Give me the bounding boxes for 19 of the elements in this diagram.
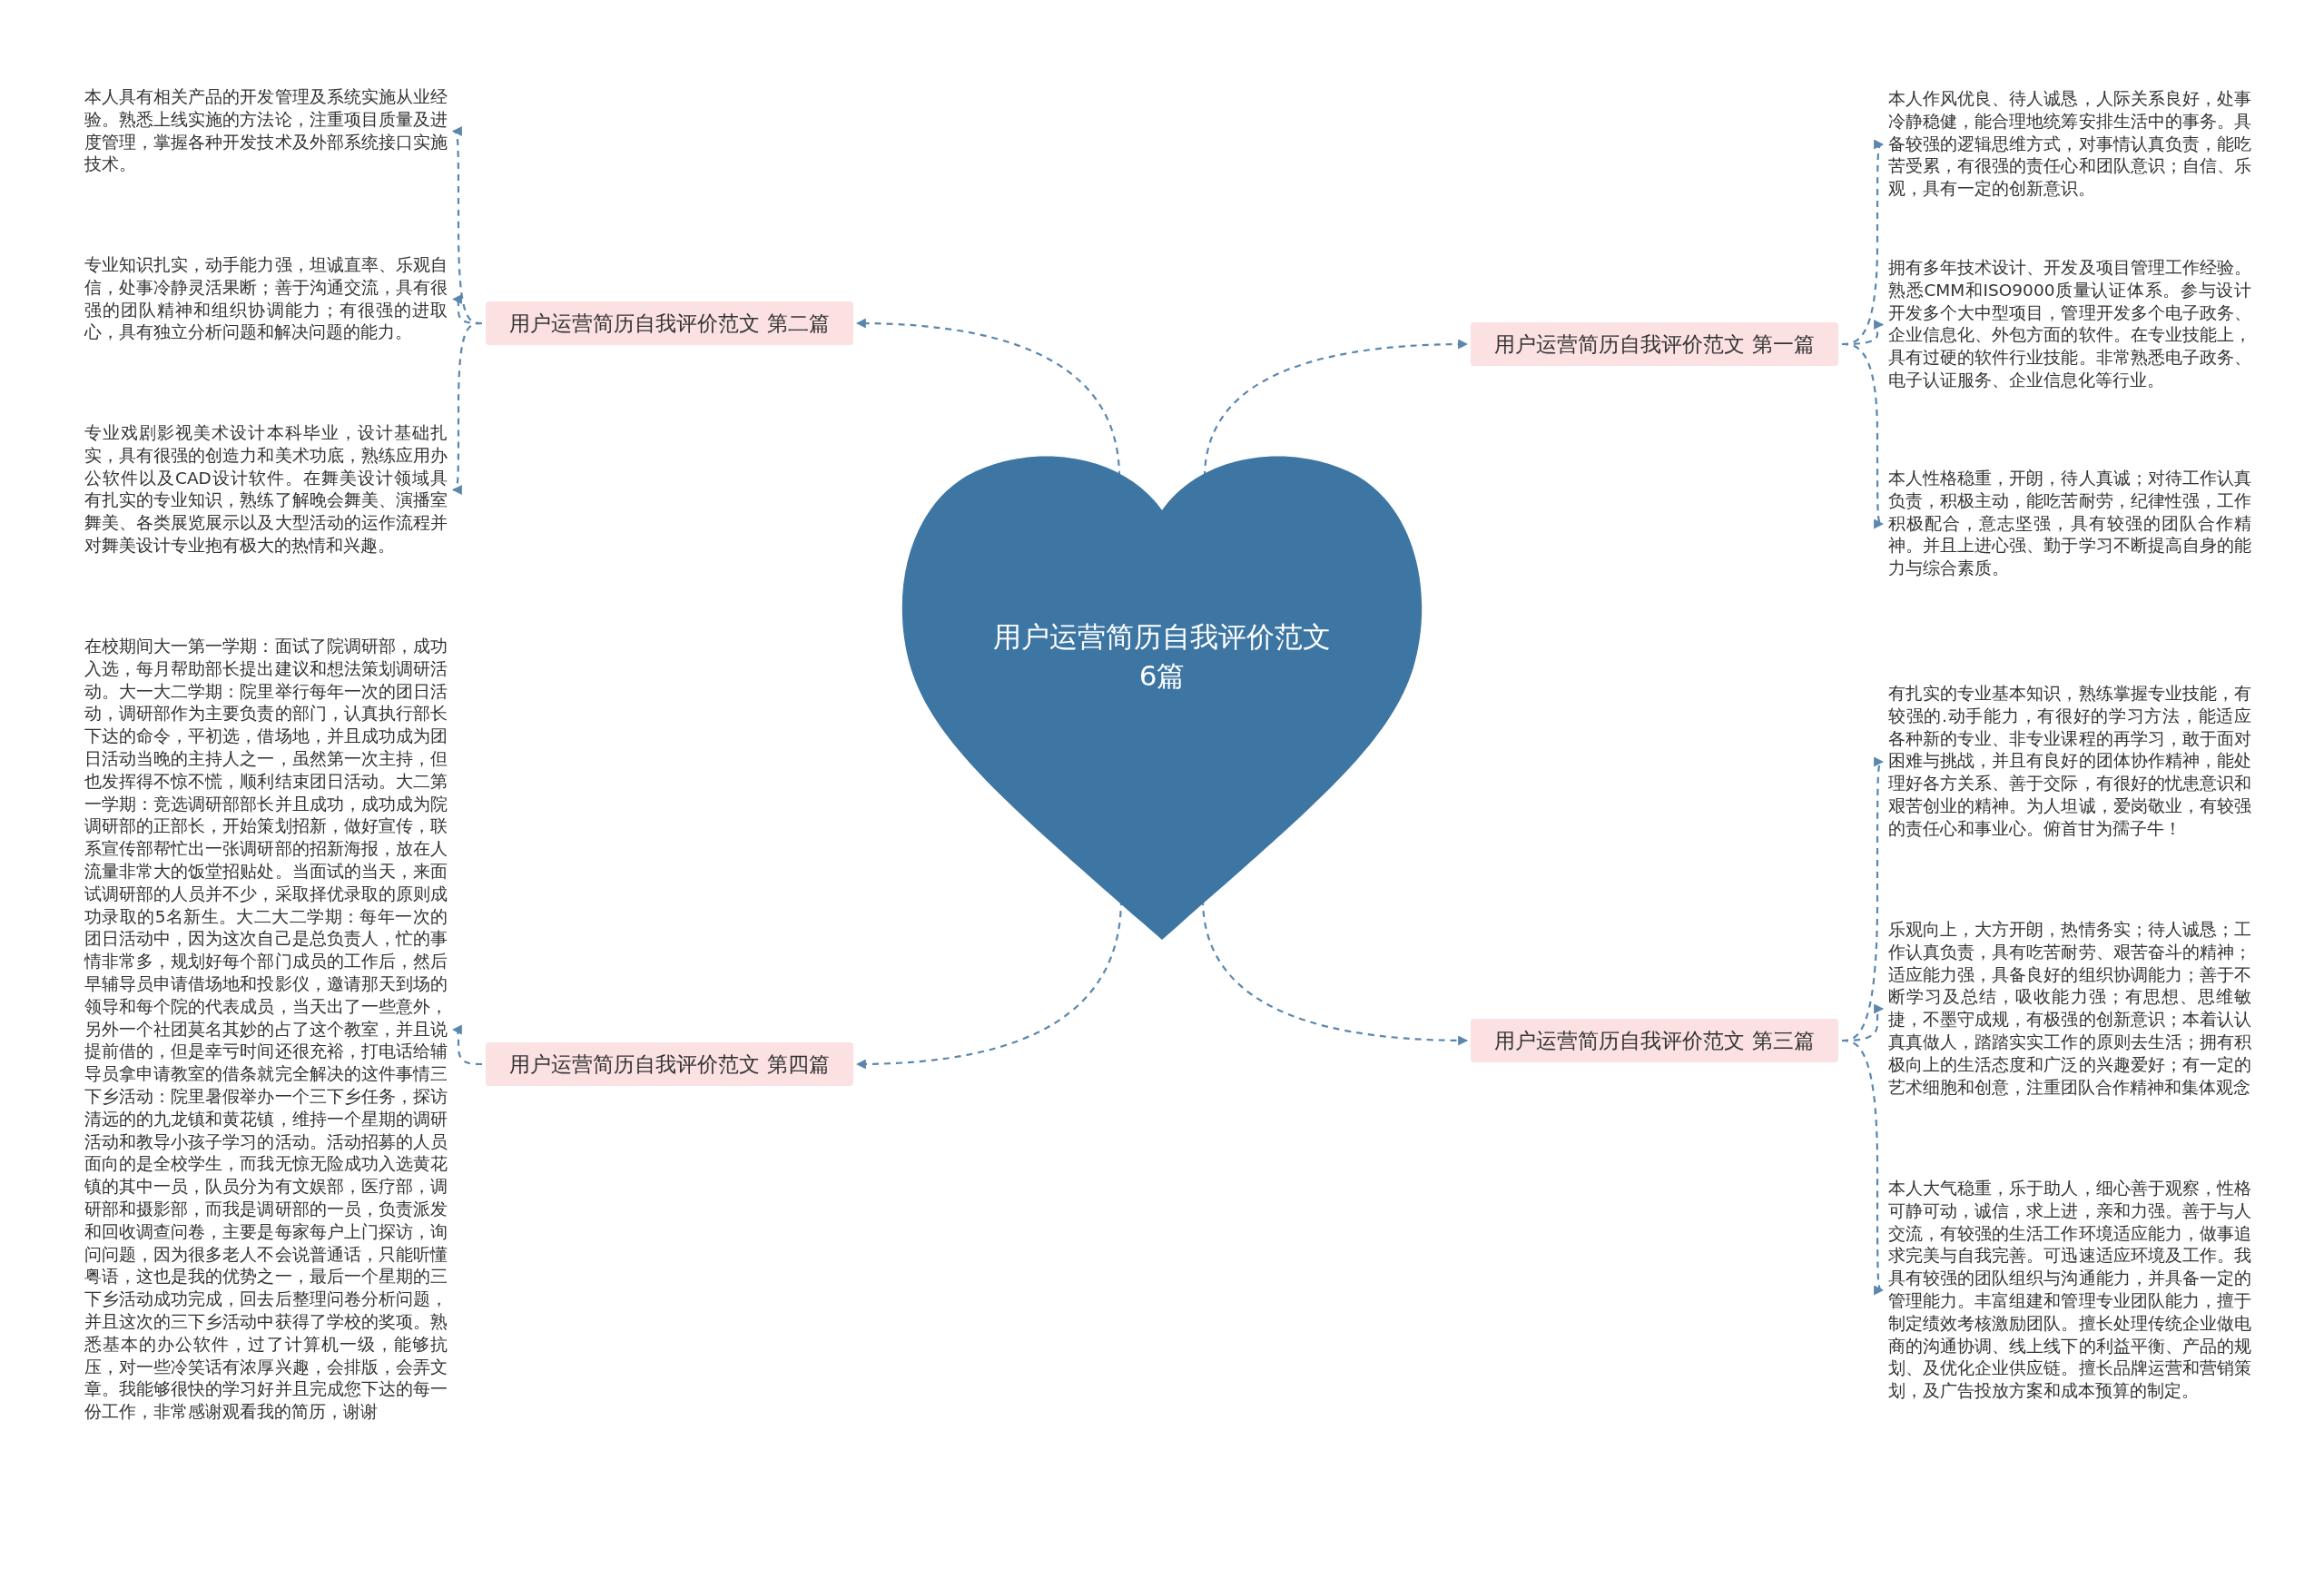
paragraph-text: 专业知识扎实，动手能力强，坦诚直率、乐观自信，处事冷静灵活果断；善于沟通交流，具有很强的团队精神和组织协调能力；有很强的进取心，具有独立分析问题和解决问题的能力。 [84, 254, 448, 345]
dashed-arrow [1842, 342, 1885, 529]
paragraph-text: 本人具有相关产品的开发管理及系统实施从业经验。熟悉上线实施的方法论，注重项目质量及进度管理，掌握各种开发技术及外部系统接口实施技术。 [84, 86, 448, 177]
dashed-arrow [451, 1024, 482, 1066]
heart-title: 用户运营简历自我评价范文6篇 [992, 618, 1332, 694]
dashed-arrow [1841, 1039, 1885, 1295]
paragraph-text: 拥有多年技术设计、开发及项目管理工作经验。熟悉CMM和ISO9000质量认证体系。参与设计开发多个大中型项目，管理开发多个电子政务、企业信息化、外包方面的软件。在专业技能上，具有过硬的软件行业技能。非常熟悉电子政务、电子认证服务、企业信息化等行业。 [1888, 257, 2251, 392]
dashed-arrow [451, 321, 482, 495]
paragraph-text: 本人作风优良、待人诚恳，人际关系良好，处事冷静稳健，能合理地统筹安排生活中的事务。具备较强的逻辑思维方式，对事情认真负责，能吃苦受累，有很强的责任心和团队意识；自信、乐观，具有一定的创新意识。 [1888, 88, 2251, 201]
paragraph-text: 本人性格稳重，开朗，待人真诚；对待工作认真负责，积极主动，能吃苦耐劳，纪律性强，工作积极配合，意志坚强，具有较强的团队合作精神。并且上进心强、勤于学习不断提高自身的能力与综合素质。 [1888, 468, 2251, 580]
topic-box: 用户运营简历自我评价范文 第三篇 [1471, 1019, 1838, 1062]
paragraph-text: 本人大气稳重，乐于助人，细心善于观察，性格可静可动，诚信，求上进，亲和力强。善于与人交流，有较强的生活工作环境适应能力，做事追求完美与自我完善。可迅速适应环境及工作。我具有较强的团队组织与沟通能力，并具备一定的管理能力。丰富组建和管理专业团队能力，擅于制定绩效考核激励团队。擅长处理传统企业做电商的沟通协调、线上线下的利益平衡、产品的规划、及优化企业供应链。擅长品牌运营和营销策划，及广告投放方案和成本预算的制定。 [1888, 1178, 2251, 1403]
topic-box: 用户运营简历自我评价范文 第二篇 [486, 301, 853, 345]
paragraph-text: 乐观向上，大方开朗，热情务实；待人诚恳；工作认真负责，具有吃苦耐劳、艰苦奋斗的精神；适应能力强，具备良好的组织协调能力；善于不断学习及总结，吸收能力强；有思想、思维敏捷，不墨守成规，有极强的创新意识；本着认认真真做人，踏踏实实工作的原则去生活；拥有积极向上的生活态度和广泛的兴趣爱好；有一定的艺术细胞和创意，注重团队合作精神和集体观念 [1888, 919, 2251, 1100]
topic-box: 用户运营简历自我评价范文 第一篇 [1471, 322, 1838, 366]
paragraph-text: 有扎实的专业基本知识，熟练掌握专业技能，有较强的.动手能力，有很好的学习方法，能适应各种新的专业、非专业课程的再学习，敢于面对困难与挑战，并且有良好的团体协作精神，能处理好各方关系、善于交际，有很好的忧患意识和艰苦创业的精神。为人坦诚，爱岗敬业，有较强的责任心和事业心。俯首甘为孺子牛！ [1888, 683, 2251, 841]
paragraph-text: 在校期间大一第一学期：面试了院调研部，成功入选，每月帮助部长提出建议和想法策划调研活动。大一大二学期：院里举行每年一次的团日活动，调研部作为主要负责的部门，认真执行部长下达的命令，平初选，借场地，并且成功成为团日活动当晚的主持人之一，虽然第一次主持，但也发挥得不惊不慌，顺利结束团日活动。大二第一学期：竞选调研部部长并且成功，成功成为院调研部的正部长，开始策划招新，做好宣传，联系宣传部帮忙出一张调研部的招新海报，放在人流量非常大的饭堂招贴处。当面试的当天，来面试调研部的人员并不少，采取择优录取的原则成功录取的5名新生。大二大二学期：每年一次的团日活动中，因为这次自己是总负责人，忙的事情非常多，规划好每个部门成员的工作后，然后早辅导员申请借场地和投影仪，邀请那天到场的领导和每个院的代表成员，当天出了一些意外，另外一个社团莫名其妙的占了这个教室，并且说提前借的，但是幸亏时间还很充裕，打电话给辅导员拿申请教室的借条就完全解决的这件事情三下乡活动：院里暑假举办一个三下乡任务，探访清远的的九龙镇和黄花镇，维持一个星期的调研活动和教导小孩子学习的活动。活动招募的人员面向的是全校学生，而我无惊无险成功入选黄花镇的其中一员，队员分为有文娱部，医疗部，调研部和摄影部，而我是调研部的一员，负责派发和回收调查问卷，主要是每家每户上门探访，询问问题，因为很多老人不会说普通话，只能听懂粤语，这也是我的优势之一，最后一个星期的三下乡活动成功完成，回去后整理问卷分析问题，并且这次的三下乡活动中获得了学校的奖项。熟悉基本的办公软件，过了计算机一级，能够抗压，对一些冷笑话有浓厚兴趣，会排版，会弄文章。我能够很快的学习好并且完成您下达的每一份工作，非常感谢观看我的简历，谢谢 [84, 636, 448, 1424]
topic-box: 用户运营简历自我评价范文 第四篇 [486, 1042, 853, 1086]
paragraph-text: 专业戏剧影视美术设计本科毕业，设计基础扎实，具有很强的创造力和美术功底，熟练应用办公软件以及CAD设计软件。在舞美设计领域具有扎实的专业知识，熟练了解晚会舞美、演播室舞美、各类展览展示以及大型活动的运作流程并对舞美设计专业抱有极大的热情和兴趣。 [84, 422, 448, 558]
